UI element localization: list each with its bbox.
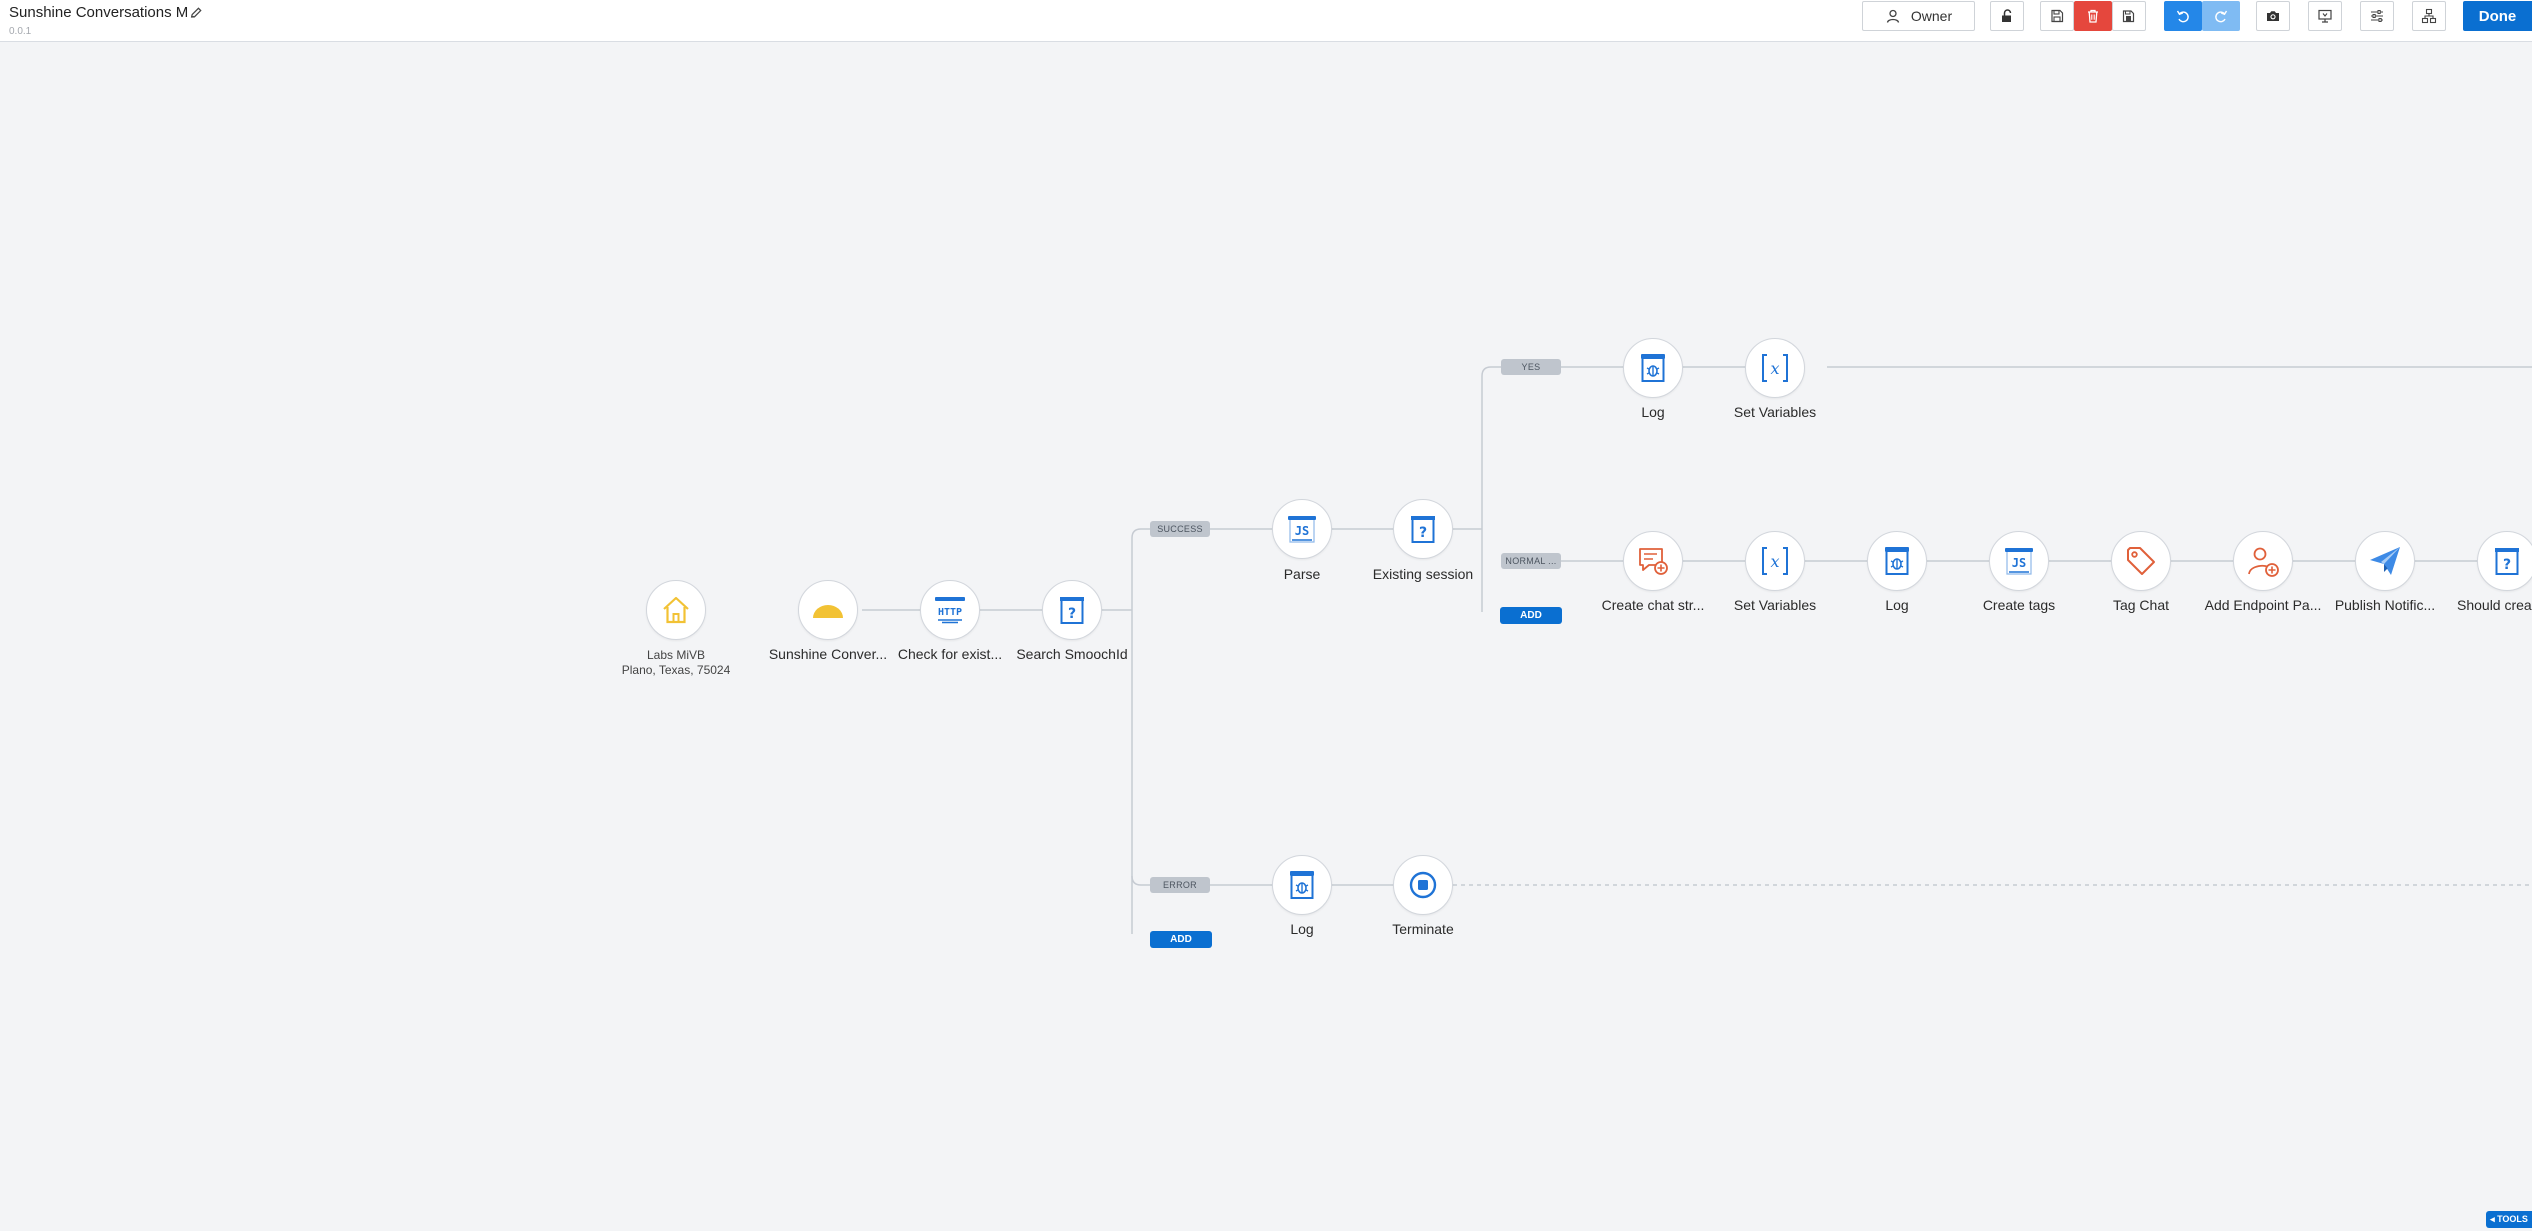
add-branch-button[interactable]: ADD [1500, 607, 1562, 624]
branch-tag-yes[interactable]: YES [1501, 359, 1561, 375]
trigger-node[interactable] [798, 580, 858, 640]
node-label: Terminate [1392, 921, 1454, 937]
settings-button[interactable] [2360, 1, 2394, 31]
node-label: Create chat str... [1601, 597, 1705, 613]
log-bug-icon [1641, 354, 1665, 382]
node-label: Log [1885, 597, 1909, 613]
log-node[interactable] [1623, 338, 1683, 398]
http-icon: HTTP [935, 597, 965, 624]
svg-text:?: ? [2503, 557, 2511, 573]
node-label: Create tags [1982, 597, 2056, 613]
decision-icon: ? [1411, 516, 1435, 543]
decision-node[interactable]: ? [1393, 499, 1453, 559]
owner-label: Owner [1910, 8, 1953, 24]
branch-tag-success[interactable]: SUCCESS [1150, 521, 1210, 537]
tag-chat-node[interactable] [2111, 531, 2171, 591]
add-user-icon [2248, 547, 2279, 577]
js-script-icon: JS [1288, 516, 1316, 543]
stop-icon [1409, 871, 1437, 899]
page-title: Sunshine Conversations M [9, 4, 189, 21]
node-label: Sunshine Conver... [768, 646, 888, 662]
set-variables-node[interactable]: x [1745, 531, 1805, 591]
send-icon [2370, 547, 2400, 575]
log-node[interactable] [1272, 855, 1332, 915]
tools-tab[interactable]: ◂ TOOLS [2486, 1211, 2532, 1228]
svg-text:JS: JS [1295, 524, 1309, 538]
variables-icon: x [1762, 547, 1788, 575]
save-button[interactable] [2040, 1, 2074, 31]
node-label: Add Endpoint Pa... [2204, 597, 2322, 613]
chat-add-icon [1639, 548, 1668, 575]
script-node[interactable]: JS [1272, 499, 1332, 559]
node-label: Search SmoochId [1016, 646, 1128, 662]
node-label: Check for exist... [897, 646, 1003, 662]
redo-button[interactable] [2202, 1, 2240, 31]
top-toolbar: Sunshine Conversations M 0.0.1 Owner [0, 0, 2532, 42]
node-label: Should crea [2457, 597, 2532, 613]
http-node[interactable]: HTTP [920, 580, 980, 640]
sliders-icon [2371, 10, 2383, 22]
script-node[interactable]: JS [1989, 531, 2049, 591]
preview-button[interactable] [2308, 1, 2342, 31]
add-endpoint-node[interactable] [2233, 531, 2293, 591]
done-button[interactable]: Done [2463, 1, 2532, 31]
user-icon [1886, 9, 1900, 23]
js-script-icon: JS [2005, 548, 2033, 575]
node-label: Set Variables [1733, 404, 1817, 420]
save-as-button[interactable] [2112, 1, 2146, 31]
trash-icon [2088, 9, 2098, 23]
pencil-icon[interactable] [189, 6, 203, 20]
home-icon [663, 596, 689, 624]
sunrise-icon [813, 605, 843, 618]
svg-text:x: x [1770, 359, 1779, 378]
svg-text:?: ? [1068, 606, 1076, 622]
log-bug-icon [1290, 871, 1314, 899]
save-icon [2051, 9, 2064, 23]
undo-button[interactable] [2164, 1, 2202, 31]
sitemap-icon [2421, 8, 2437, 24]
node-label: Existing session [1372, 566, 1474, 582]
set-variables-node[interactable]: x [1745, 338, 1805, 398]
node-label: Set Variables [1733, 597, 1817, 613]
decision-icon: ? [1060, 597, 1084, 624]
create-chat-node[interactable] [1623, 531, 1683, 591]
decision-icon: ? [2495, 548, 2519, 575]
version-label: 0.0.1 [9, 26, 32, 37]
monitor-icon [2318, 9, 2332, 23]
node-label: Log [1290, 921, 1314, 937]
owner-button[interactable]: Owner [1862, 1, 1975, 31]
svg-text:?: ? [1419, 525, 1427, 541]
node-label: Tag Chat [2112, 597, 2170, 613]
log-bug-icon [1885, 547, 1909, 575]
log-node[interactable] [1867, 531, 1927, 591]
node-label: Parse [1283, 566, 1321, 582]
camera-icon [2267, 11, 2279, 21]
screenshot-button[interactable] [2256, 1, 2290, 31]
tag-icon [2127, 547, 2155, 575]
svg-text:JS: JS [2012, 556, 2026, 570]
branch-tag-normal[interactable]: NORMAL ... [1501, 553, 1561, 569]
start-node-label: Labs MiVB [646, 648, 706, 662]
terminate-node[interactable] [1393, 855, 1453, 915]
add-branch-button[interactable]: ADD [1150, 931, 1212, 948]
decision-node[interactable]: ? [1042, 580, 1102, 640]
layout-button[interactable] [2412, 1, 2446, 31]
start-node[interactable] [646, 580, 706, 640]
undo-icon [2176, 10, 2189, 23]
node-label: Log [1641, 404, 1665, 420]
svg-text:x: x [1770, 552, 1779, 571]
delete-button[interactable] [2074, 1, 2112, 31]
decision-node[interactable]: ? [2477, 531, 2532, 591]
start-node-sublabel: Plano, Texas, 75024 [621, 663, 731, 677]
node-label: Publish Notific... [2334, 597, 2436, 613]
branch-tag-error[interactable]: ERROR [1150, 877, 1210, 893]
unlock-button[interactable] [1990, 1, 2024, 31]
unlock-icon [2002, 9, 2012, 22]
redo-icon [2215, 10, 2228, 23]
publish-notification-node[interactable] [2355, 531, 2415, 591]
svg-text:HTTP: HTTP [938, 607, 962, 618]
variables-icon: x [1762, 354, 1788, 382]
save-as-icon [2122, 10, 2135, 23]
